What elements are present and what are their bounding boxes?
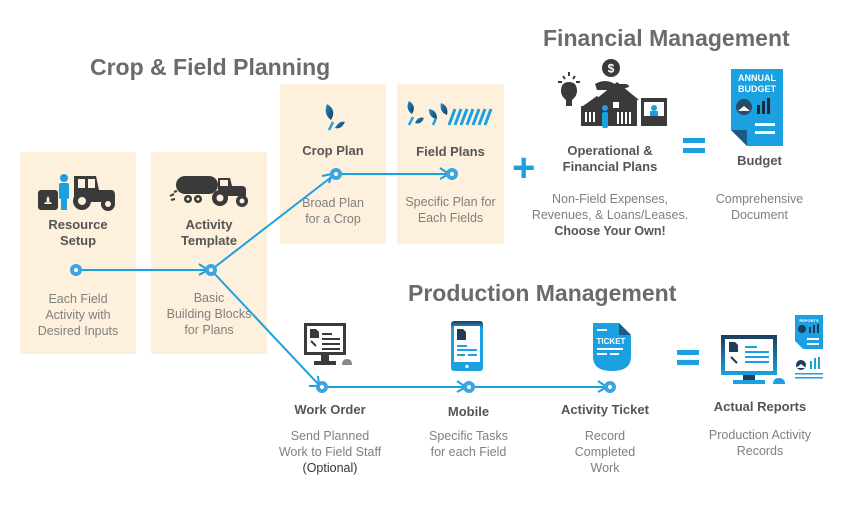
resource-setup-desc-line1: Each Field [48, 292, 108, 306]
resource-setup-desc-line2: Activity with [45, 308, 111, 322]
svg-text:$: $ [608, 62, 615, 76]
budget-icon-text-line2: BUDGET [738, 84, 777, 94]
budget-desc-line2: Document [731, 208, 788, 222]
section-title-financial-management: Financial Management [543, 25, 790, 51]
activity-ticket-desc-line1: Record [584, 429, 626, 443]
budget-icon-text-line1: ANNUAL [738, 73, 776, 83]
mobile-desc-line1: Specific Tasks [429, 429, 508, 443]
farm-operations-icon: $ [555, 58, 667, 133]
activity-ticket-icon: TICKET [593, 323, 631, 376]
resource-setup-title-line1: Resource [48, 217, 108, 232]
budget-title: Budget [737, 153, 782, 168]
work-order-desc-line1: Send Planned [290, 429, 370, 443]
actual-reports-title: Actual Reports [713, 399, 807, 414]
operational-plans-desc-line2: Revenues, & Loans/Leases. [531, 208, 689, 222]
seedling-icon [323, 104, 345, 137]
reports-icon-text: REPORTS [799, 318, 819, 323]
operational-plans-title: Operational & Financial Plans [535, 143, 685, 175]
resource-setup-title: Resource Setup [20, 217, 136, 249]
computer-monitor-icon [304, 323, 354, 372]
mobile-desc-line2: for each Field [430, 445, 507, 459]
node-dot-mobile [463, 381, 475, 393]
sprayer-tractor-icon [168, 172, 252, 213]
resource-setup-desc-line3: Desired Inputs [37, 324, 119, 338]
resource-setup-description: Each Field Activity with Desired Inputs [20, 291, 136, 339]
activity-template-title: Activity Template [151, 217, 267, 249]
activity-ticket-desc-line2: Completed [574, 445, 636, 459]
activity-template-description: Basic Building Blocks for Plans [151, 290, 267, 338]
equals-operator-financial [683, 138, 705, 159]
mobile-tablet-icon [451, 321, 483, 376]
section-title-production-management: Production Management [408, 280, 677, 306]
actual-reports-description: Production Activity Records [690, 427, 830, 459]
mobile-title: Mobile [447, 404, 490, 419]
operational-plans-title-line1: Operational & [567, 143, 653, 158]
actual-reports-desc-line1: Production Activity [708, 428, 812, 442]
activity-template-title-line2: Template [180, 233, 238, 248]
node-dot-work-order [316, 381, 328, 393]
work-order-desc-line3: (Optional) [302, 461, 358, 475]
resource-setup-title-line2: Setup [59, 233, 97, 248]
field-plans-desc-line1: Specific Plan for [405, 195, 496, 209]
ticket-icon-text: TICKET [597, 337, 626, 346]
field-plans-desc-line2: Each Fields [417, 211, 484, 225]
budget-desc-line1: Comprehensive [715, 192, 804, 206]
crop-plan-description: Broad Plan for a Crop [280, 195, 386, 227]
activity-ticket-title: Activity Ticket [561, 402, 649, 417]
arrowhead-ticket [597, 380, 609, 393]
activity-ticket-description: Record Completed Work [555, 428, 655, 476]
annual-budget-document-icon: ANNUAL BUDGET [731, 69, 783, 151]
actual-reports-desc-line2: Records [736, 444, 784, 458]
operational-plans-desc-line3: Choose Your Own! [554, 224, 666, 238]
activity-template-desc-line3: for Plans [184, 323, 234, 337]
plus-operator: + [512, 146, 536, 190]
crop-plan-desc-line1: Broad Plan [302, 196, 364, 210]
work-order-title: Work Order [294, 402, 366, 417]
operational-plans-desc-line1: Non-Field Expenses, [551, 192, 669, 206]
activity-template-desc-line1: Basic [193, 291, 225, 305]
reports-monitor-icon: REPORTS [721, 315, 827, 390]
budget-description: Comprehensive Document [707, 191, 812, 223]
equals-operator-production [677, 350, 699, 371]
operational-plans-title-line2: Financial Plans [562, 159, 658, 174]
tractor-farmer-icon [36, 172, 120, 217]
field-rows-icon [405, 101, 497, 132]
field-plans-title: Field Plans [416, 144, 485, 159]
section-title-crop-field-planning: Crop & Field Planning [90, 54, 331, 80]
arrowhead-mobile [456, 380, 468, 393]
field-plans-description: Specific Plan for Each Fields [393, 194, 508, 226]
arrowhead-workorder [309, 375, 321, 387]
activity-template-title-line1: Activity [185, 217, 233, 232]
activity-ticket-desc-line3: Work [590, 461, 620, 475]
work-order-description: Send Planned Work to Field Staff (Option… [262, 428, 398, 476]
crop-plan-desc-line2: for a Crop [305, 212, 361, 226]
operational-plans-description: Non-Field Expenses, Revenues, & Loans/Le… [525, 191, 695, 239]
panel-field-plans [397, 84, 504, 244]
work-order-desc-line2: Work to Field Staff [278, 445, 382, 459]
mobile-description: Specific Tasks for each Field [405, 428, 532, 460]
activity-template-desc-line2: Building Blocks [166, 307, 252, 321]
node-dot-activity-ticket [604, 381, 616, 393]
crop-plan-title: Crop Plan [302, 143, 364, 158]
